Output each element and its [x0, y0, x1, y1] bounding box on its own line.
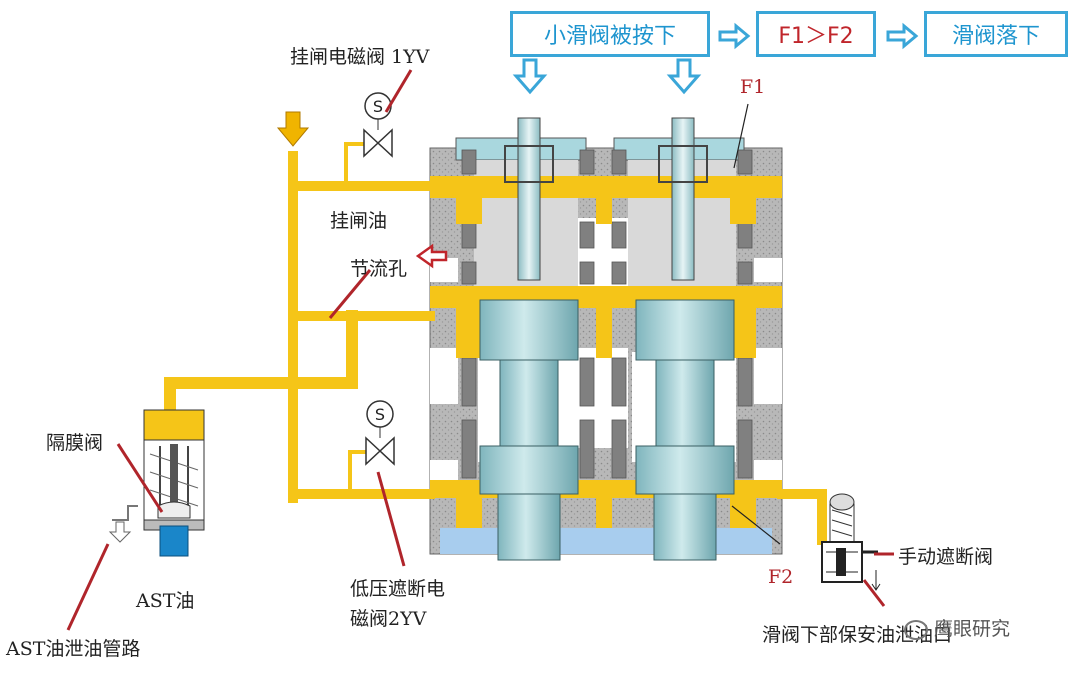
manual-trip-valve: [821, 493, 881, 591]
flow-arrows: [718, 22, 919, 50]
low-pressure-solenoid-label-2: 磁阀2YV: [350, 608, 427, 630]
watermark: 鹰眼研究: [904, 614, 1010, 641]
press-arrows: [512, 58, 702, 95]
trip-solenoid-label: 挂闸电磁阀 1YV: [290, 46, 430, 68]
diaphragm-valve-label: 隔膜阀: [46, 432, 104, 454]
ast-drain-label: AST油泄油管路: [6, 638, 141, 660]
flow-step-slide-drop: 滑阀落下: [924, 11, 1068, 57]
force-f1-label: F1: [740, 76, 766, 98]
orifice-arrow: [415, 243, 448, 269]
flow-step-pilot-pressed: 小滑阀被按下: [510, 11, 710, 57]
watermark-text: 鹰眼研究: [934, 618, 1011, 640]
valve-block: [429, 117, 783, 561]
solenoid-2yv: [365, 400, 395, 466]
ast-oil-label: AST油: [136, 590, 195, 612]
flow-step-force-compare: F1＞F2: [756, 11, 876, 57]
solenoid-1yv: [363, 92, 393, 158]
manual-trip-valve-label: 手动遮断阀: [898, 546, 994, 568]
force-leaders: [731, 103, 781, 545]
inlet-arrow: [276, 111, 310, 147]
orifice-label: 节流孔: [350, 258, 408, 280]
chat-bubble-icon: [904, 619, 928, 640]
solenoid-1yv-symbol: S: [373, 97, 383, 116]
force-f2-label: F2: [768, 566, 794, 588]
low-pressure-solenoid-label-1: 低压遮断电: [350, 578, 446, 600]
leader-lines: [66, 69, 894, 631]
trip-oil-label: 挂闸油: [330, 210, 388, 232]
solenoid-2yv-symbol: S: [375, 405, 385, 424]
oil-pipes: [164, 142, 827, 545]
main-spools: [479, 299, 735, 561]
diaphragm-valve: [108, 409, 205, 557]
valve-lands: [461, 149, 753, 479]
